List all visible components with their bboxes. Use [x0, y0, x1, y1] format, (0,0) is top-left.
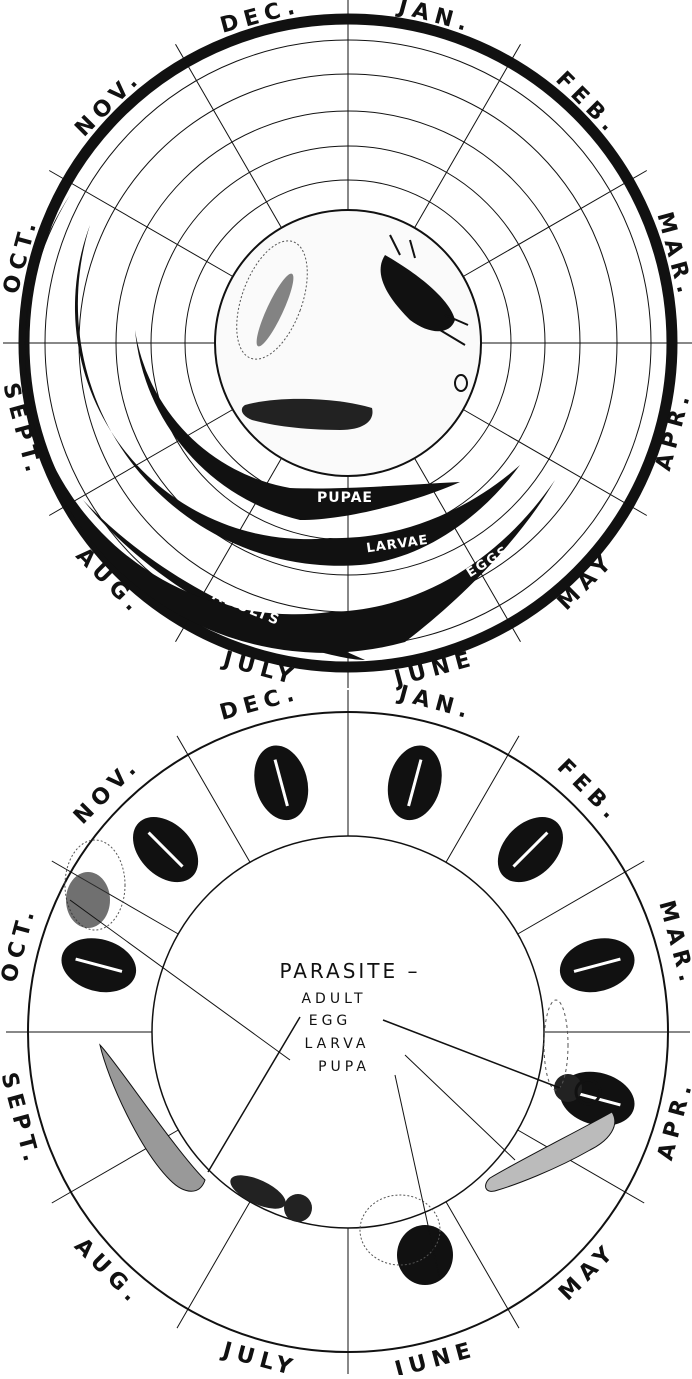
larva-icon: [486, 1112, 615, 1191]
parasite-life-cycle-diagram: PARASITE – ADULT EGG LARVA PUPA JAN.FEB.…: [0, 680, 692, 1375]
month-label: DEC.: [217, 680, 302, 725]
stage-label-adult: ADULT: [301, 991, 366, 1007]
month-label: JULY: [218, 1337, 300, 1375]
month-label: JUNE: [390, 1337, 479, 1375]
month-divider: [49, 171, 233, 277]
month-label: SEPT.: [0, 1070, 45, 1170]
pupa-cluster-icon: [360, 1195, 453, 1285]
parasitized-egg-icon: [380, 739, 450, 826]
month-divider: [176, 44, 282, 228]
month-label: OCT.: [0, 903, 41, 986]
larva-icon: [100, 1045, 205, 1191]
parasite-title: PARASITE –: [279, 959, 420, 983]
parasitized-egg-icon: [120, 804, 211, 895]
month-label: NOV.: [69, 753, 145, 829]
parasitized-egg-icon: [554, 930, 641, 1000]
month-label: APR.: [653, 1077, 692, 1164]
month-divider: [463, 410, 647, 516]
month-divider: [446, 1202, 519, 1328]
stage-label-pupa: PUPA: [318, 1059, 370, 1075]
month-label: MAY: [554, 1238, 622, 1306]
inner-ring: [152, 836, 544, 1228]
leader-line-egg: [208, 1017, 300, 1172]
leader-line-adult: [383, 1020, 560, 1088]
parasitized-egg-icon: [485, 804, 576, 895]
month-label: MAR.: [653, 898, 692, 990]
month-divider: [415, 44, 521, 228]
parasitized-egg-icon: [246, 739, 316, 826]
stage-label-egg: EGG: [309, 1013, 352, 1029]
center-disc: [215, 210, 481, 476]
month-label: FEB.: [552, 754, 626, 828]
stage-label-larva: LARVA: [305, 1036, 370, 1052]
host-life-cycle-diagram: PUPAE LARVAE EGGS ADULTS JAN.FEB.MAR.APR…: [0, 0, 692, 692]
parasitized-egg-icon: [55, 930, 142, 1000]
month-divider: [177, 1202, 250, 1328]
stage-label-pupae: PUPAE: [317, 490, 373, 506]
leader-line-larva: [405, 1055, 515, 1160]
month-divider: [463, 171, 647, 277]
pupa-cluster-icon: [65, 840, 125, 930]
stage-label-eggs: EGGS: [464, 543, 512, 581]
